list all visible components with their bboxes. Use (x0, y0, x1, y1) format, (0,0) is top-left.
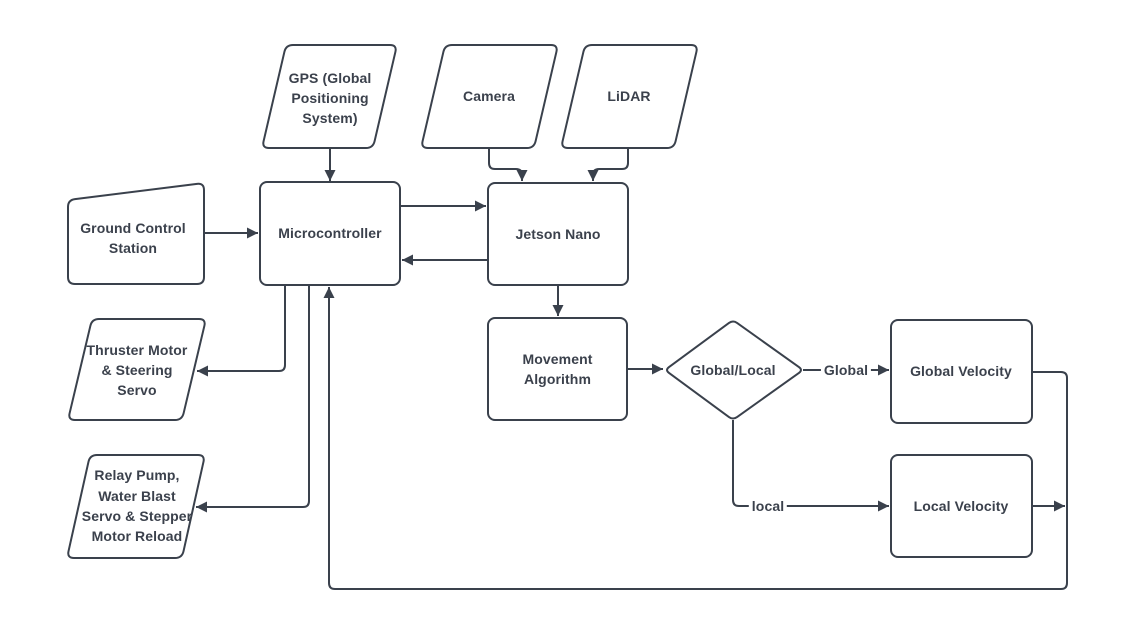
edge-movement-algorithm-to-decision-arrowhead-icon (652, 363, 663, 375)
node-camera-shape (421, 44, 558, 149)
node-jetson-nano-label: Jetson Nano (515, 225, 601, 242)
node-movement-algorithm-label: Movement Algorithm (522, 350, 593, 387)
edge-camera-to-jetson-arrowhead-icon (516, 170, 528, 181)
edge-microcontroller-to-relay-pump-arrowhead-icon (196, 501, 207, 513)
node-microcontroller-shape (259, 181, 401, 286)
edge-microcontroller-to-jetson-arrowhead-icon (475, 200, 486, 212)
edge-gcs-to-microcontroller-arrowhead-icon (247, 227, 258, 239)
node-relay-pump-label: Relay Pump, Water Blast Servo & Stepper … (81, 467, 193, 545)
edge-microcontroller-to-thruster (197, 285, 286, 372)
node-lidar-label: LiDAR (607, 87, 651, 104)
edge-decision-to-global-velocity-arrowhead-icon (878, 364, 889, 376)
edge-global-velocity-feedback-to-microcontroller-arrowhead-icon (323, 287, 335, 298)
edge-label-decision-to-global-velocity: Global (820, 362, 872, 378)
node-microcontroller-label: Microcontroller (278, 224, 382, 241)
edge-gps-to-microcontroller-arrowhead-icon (324, 170, 336, 181)
edge-lidar-to-jetson-arrowhead-icon (587, 170, 599, 181)
edge-camera-to-jetson (488, 148, 523, 181)
node-gps-label: GPS (Global Positioning System) (288, 69, 372, 127)
node-thruster-servo-label: Thruster Motor & Steering Servo (86, 341, 188, 399)
edge-label-decision-to-local-velocity: local (748, 498, 788, 514)
edge-decision-to-local-velocity (732, 420, 889, 507)
edge-microcontroller-to-relay-pump (196, 285, 310, 508)
node-local-velocity-label: Local Velocity (913, 497, 1009, 514)
edge-jetson-to-movement-algorithm-arrowhead-icon (552, 305, 564, 316)
node-thruster-servo-shape (68, 318, 206, 421)
node-ground-control-station-shape (67, 182, 205, 285)
node-lidar-shape (561, 44, 698, 149)
edge-decision-to-local-velocity-arrowhead-icon (878, 500, 889, 512)
node-camera-label: Camera (463, 87, 515, 104)
edge-jetson-to-microcontroller-arrowhead-icon (402, 254, 413, 266)
node-gps-shape (262, 44, 397, 149)
node-ground-control-station-label: Ground Control Station (80, 219, 186, 256)
edge-global-velocity-feedback-to-microcontroller (328, 287, 1068, 590)
node-global-local-decision-shape (666, 320, 802, 420)
edge-lidar-to-jetson (592, 148, 629, 181)
node-global-velocity-label: Global Velocity (910, 362, 1012, 379)
node-relay-pump-shape (67, 454, 205, 559)
edge-microcontroller-to-thruster-arrowhead-icon (197, 365, 208, 377)
node-global-local-decision-label: Global/Local (690, 361, 776, 378)
edge-local-velocity-to-feedback-line-arrowhead-icon (1054, 500, 1065, 512)
